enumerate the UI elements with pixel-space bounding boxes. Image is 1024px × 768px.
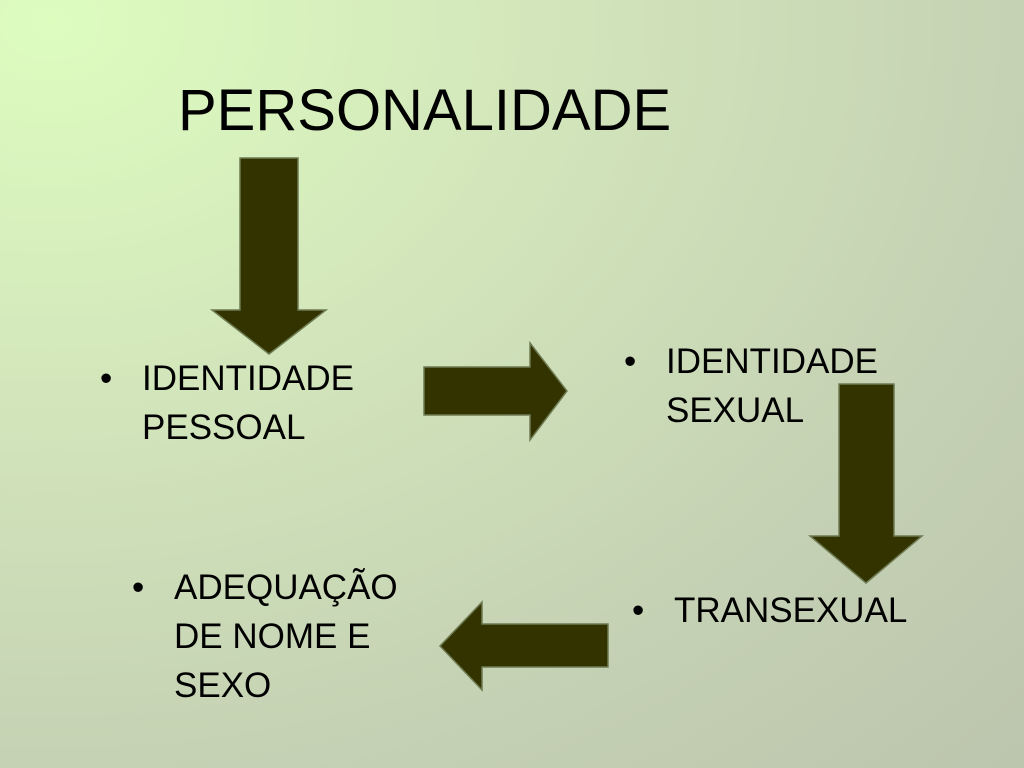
bullet-line: SEXUAL	[666, 391, 805, 430]
bullet-dot: •	[632, 591, 645, 630]
bullet-transexual: • TRANSEXUAL	[632, 586, 907, 635]
bullet-line: IDENTIDADE	[142, 359, 354, 398]
bullet-identidade-sexual: • IDENTIDADE SEXUAL	[624, 337, 878, 435]
arrow-left-icon	[438, 600, 609, 692]
bullet-line: IDENTIDADE	[666, 342, 878, 381]
bullet-line: DE NOME E	[174, 617, 371, 656]
bullet-identidade-pessoal: • IDENTIDADE PESSOAL	[100, 354, 354, 452]
bullet-dot: •	[624, 342, 637, 381]
arrow-down-icon	[209, 157, 329, 355]
bullet-line: TRANSEXUAL	[674, 591, 908, 630]
bullet-adequacao: • ADEQUAÇÃO DE NOME E SEXO	[132, 563, 398, 710]
bullet-line: SEXO	[174, 666, 272, 705]
bullet-dot: •	[100, 359, 113, 398]
slide-title: PERSONALIDADE	[178, 78, 672, 143]
arrow-down-icon	[807, 383, 925, 584]
bullet-line: PESSOAL	[142, 408, 306, 447]
bullet-line: ADEQUAÇÃO	[174, 568, 398, 607]
arrow-right-icon	[423, 340, 568, 443]
bullet-dot: •	[132, 568, 145, 607]
